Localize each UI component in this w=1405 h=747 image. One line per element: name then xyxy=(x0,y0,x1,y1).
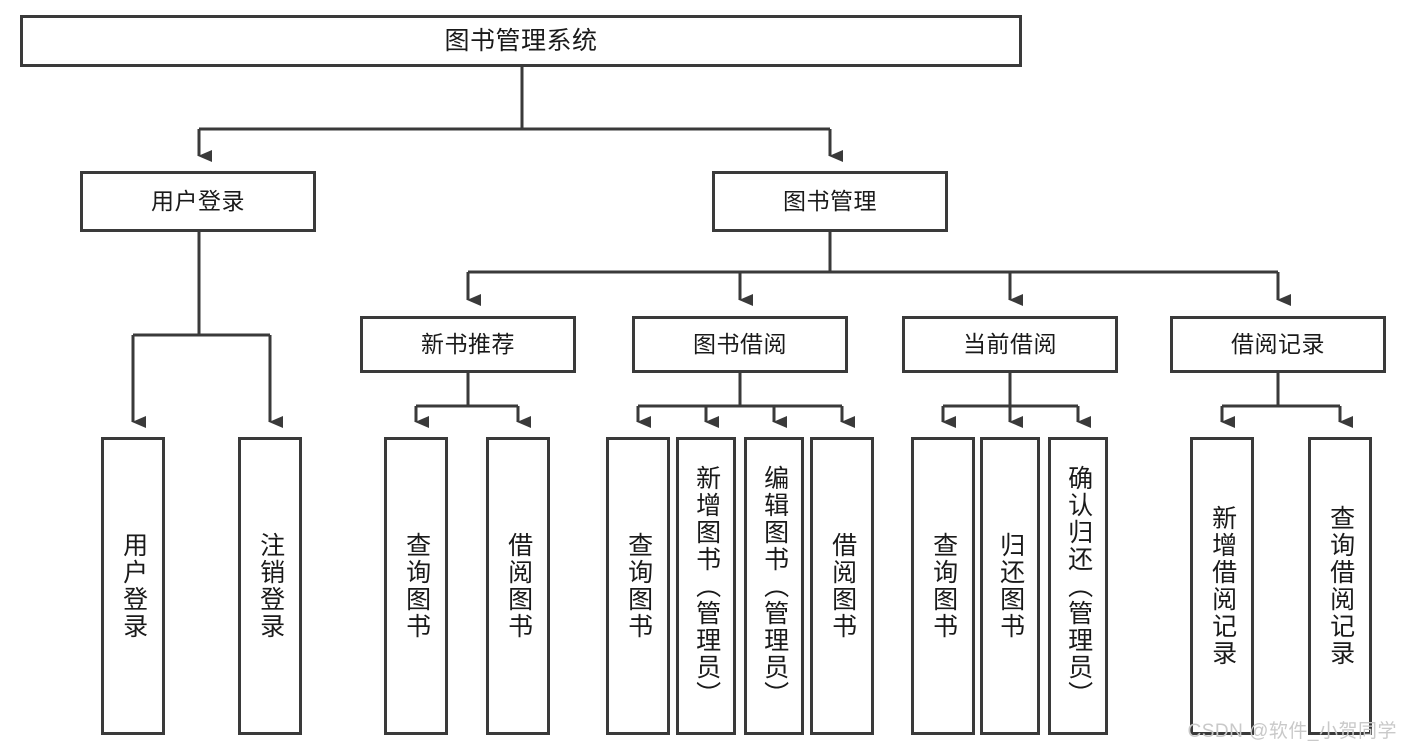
node-current-borrowing[interactable]: 当前借阅 xyxy=(902,316,1118,373)
leaf-user-login[interactable]: 用户登录 xyxy=(101,437,165,735)
leaf-borrow-books[interactable]: 借阅图书 xyxy=(810,437,874,735)
node-label: 新增图书（管理员） xyxy=(692,464,721,708)
leaf-query-books-recommend[interactable]: 查询图书 xyxy=(384,437,448,735)
node-root-book-management-system[interactable]: 图书管理系统 xyxy=(20,15,1022,67)
leaf-query-borrow-record[interactable]: 查询借阅记录 xyxy=(1308,437,1372,735)
node-label: 注销登录 xyxy=(256,532,285,640)
leaf-borrow-books-recommend[interactable]: 借阅图书 xyxy=(486,437,550,735)
node-label: 确认归还（管理员） xyxy=(1064,464,1093,708)
leaf-confirm-return-admin[interactable]: 确认归还（管理员） xyxy=(1048,437,1108,735)
node-label: 查询图书 xyxy=(929,532,958,640)
node-label: 用户登录 xyxy=(151,187,245,214)
node-label: 图书借阅 xyxy=(693,330,787,357)
node-label: 借阅图书 xyxy=(504,532,533,640)
leaf-add-borrow-record[interactable]: 新增借阅记录 xyxy=(1190,437,1254,735)
node-label: 查询图书 xyxy=(402,532,431,640)
node-new-book-recommendation[interactable]: 新书推荐 xyxy=(360,316,576,373)
node-label: 归还图书 xyxy=(996,532,1025,640)
node-label: 用户登录 xyxy=(119,532,148,640)
leaf-return-books[interactable]: 归还图书 xyxy=(980,437,1040,735)
node-borrowing-record[interactable]: 借阅记录 xyxy=(1170,316,1386,373)
leaf-logout[interactable]: 注销登录 xyxy=(238,437,302,735)
leaf-add-book-admin[interactable]: 新增图书（管理员） xyxy=(676,437,736,735)
node-label: 借阅图书 xyxy=(828,532,857,640)
node-book-management[interactable]: 图书管理 xyxy=(712,171,948,232)
node-label: 图书管理 xyxy=(783,187,877,214)
node-label: 查询图书 xyxy=(624,532,653,640)
node-label: 图书管理系统 xyxy=(444,27,598,55)
node-label: 查询借阅记录 xyxy=(1326,505,1355,667)
leaf-query-books-borrow[interactable]: 查询图书 xyxy=(606,437,670,735)
node-book-borrowing[interactable]: 图书借阅 xyxy=(632,316,848,373)
node-label: 借阅记录 xyxy=(1231,330,1325,357)
leaf-query-books-current[interactable]: 查询图书 xyxy=(911,437,975,735)
node-label: 新书推荐 xyxy=(421,330,515,357)
node-label: 新增借阅记录 xyxy=(1208,505,1237,667)
leaf-edit-book-admin[interactable]: 编辑图书（管理员） xyxy=(744,437,804,735)
node-user-login[interactable]: 用户登录 xyxy=(80,171,316,232)
node-label: 编辑图书（管理员） xyxy=(760,464,789,708)
node-label: 当前借阅 xyxy=(963,330,1057,357)
